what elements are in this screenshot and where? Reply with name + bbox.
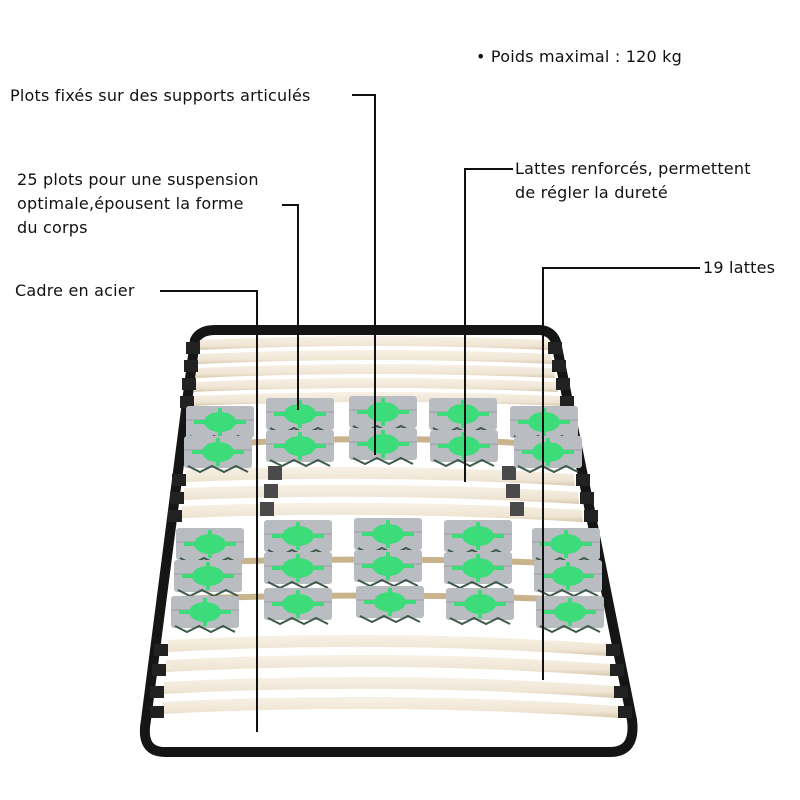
plots-25-label: 25 plots pour une suspension optimale,ép… <box>17 168 259 240</box>
lattes-renforces-label: Lattes renforcés, permettent de régler l… <box>515 157 751 205</box>
leader-lattes-renforces <box>464 168 513 482</box>
leader-plots-supports <box>352 94 376 455</box>
leader-lines <box>160 94 700 732</box>
plots-lower <box>169 516 606 634</box>
plots-supports-label: Plots fixés sur des supports articulés <box>10 86 311 105</box>
lattes-19-label: 19 lattes <box>703 258 776 277</box>
lattes-renforces-line-2: de régler la dureté <box>515 183 668 202</box>
leader-cadre <box>160 290 258 732</box>
plots-upper <box>182 394 584 474</box>
leader-plots-25 <box>282 204 299 410</box>
max-weight-label: • Poids maximal : 120 kg <box>476 47 682 66</box>
plots-25-line-2: optimale,épousent la forme <box>17 194 244 213</box>
lattes-renforces-line-1: Lattes renforcés, permettent <box>515 159 751 178</box>
cadre-label: Cadre en acier <box>15 281 135 300</box>
slat-holders <box>150 342 632 718</box>
hardness-sliders <box>260 466 524 516</box>
plots-25-line-3: du corps <box>17 218 88 237</box>
plots-25-line-1: 25 plots pour une suspension <box>17 170 259 189</box>
leader-19-lattes <box>542 267 700 680</box>
steel-frame <box>139 325 638 757</box>
